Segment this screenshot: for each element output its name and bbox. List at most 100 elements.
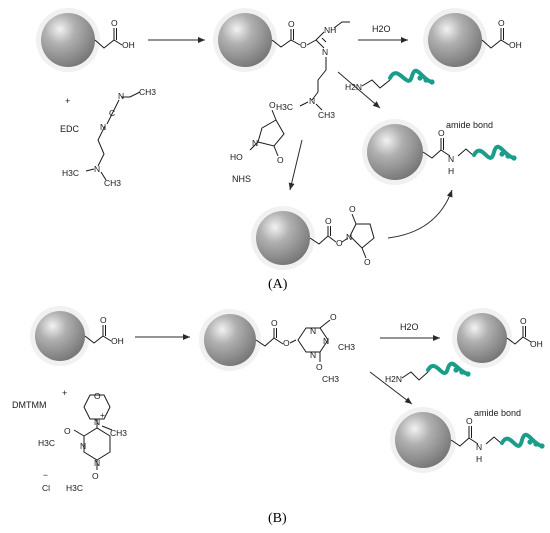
nanoparticle-core — [218, 13, 272, 67]
peptide-chain — [426, 361, 470, 376]
edc-structure — [97, 91, 141, 167]
panel-b-label: (B) — [268, 511, 287, 526]
nanoparticle-core — [457, 313, 507, 363]
peptide-chain — [472, 144, 516, 160]
amidation-arrow — [337, 71, 381, 109]
peptide-chain — [500, 432, 544, 448]
minus-charge: − — [43, 470, 48, 480]
succinimide-o2: O — [364, 257, 371, 267]
particle-intermediate: O O N N N O CH3 O CH3 — [199, 309, 355, 384]
particle-hydrolysed: O OH — [423, 8, 522, 72]
amide-n: N — [448, 154, 454, 164]
amide-h: H — [476, 454, 482, 464]
carbonyl-o: O — [325, 216, 332, 226]
amine-peptide: H2N — [385, 361, 471, 384]
amine-n: N — [309, 96, 315, 106]
triazine-n3: N — [310, 350, 316, 360]
particle-amide: O N H amide bond — [362, 119, 517, 185]
morpholine-n: N — [94, 417, 100, 427]
ester-o: O — [283, 338, 290, 348]
particle-carboxyl: O OH — [30, 306, 124, 366]
water-label: H2O — [372, 24, 391, 34]
dmtmm-structure — [73, 394, 113, 470]
edc-label: EDC — [60, 124, 80, 134]
nanoparticle-core — [41, 13, 95, 67]
nanoparticle-core — [256, 211, 310, 265]
imine-nh: NH — [324, 25, 336, 35]
carbonyl-o: O — [520, 316, 527, 326]
amide-h: H — [448, 166, 454, 176]
triazine-n2: N — [94, 458, 100, 468]
edc-c: C — [109, 108, 115, 118]
amine-label: H2N — [345, 82, 362, 92]
morpholine-o: O — [94, 391, 101, 401]
nhs-n: N — [252, 138, 258, 148]
amide-bond-label: amide bond — [474, 408, 521, 418]
amine-label: H2N — [385, 374, 402, 384]
carbonyl-o: O — [288, 19, 295, 29]
amide-n: N — [476, 442, 482, 452]
particle-hydrolysed: O OH — [452, 308, 543, 368]
carbonyl-o: O — [466, 416, 473, 426]
methoxy-o1: O — [64, 426, 71, 436]
peptide-chain — [388, 68, 434, 84]
dmtmm-label: DMTMM — [12, 400, 47, 410]
particle-nhs-ester: O O N O O — [251, 204, 375, 270]
triazine-n1: N — [310, 326, 316, 336]
amide-bond-label: amide bond — [446, 120, 493, 130]
nanoparticle-core — [395, 412, 451, 468]
particle-intermediate: O O NH N N H3C CH3 — [213, 8, 350, 120]
nanoparticle-core — [367, 124, 423, 180]
hydroxyl: OH — [530, 339, 543, 349]
panel-a: O OH + EDC N C N CH3 N H3C CH3 — [36, 8, 522, 292]
water-label: H2O — [400, 322, 419, 332]
edc-n3: N — [94, 164, 100, 174]
nhs-o1: O — [269, 100, 276, 110]
h3c-label: H3C — [276, 102, 293, 112]
nhs-ho: HO — [230, 152, 243, 162]
succinimide-n: N — [346, 232, 352, 242]
hydroxyl: OH — [122, 40, 135, 50]
nanoparticle-core — [428, 13, 482, 67]
hydroxyl: OH — [111, 336, 124, 346]
methoxy-h3c2: H3C — [66, 483, 83, 493]
imine-n: N — [322, 47, 328, 57]
plus-charge: + — [100, 410, 105, 420]
methoxy-o2: O — [316, 362, 323, 372]
panel-a-label: (A) — [268, 277, 288, 292]
edc-n1: N — [118, 91, 124, 101]
amidation-arrow — [369, 371, 413, 405]
edc-n2: N — [100, 122, 106, 132]
edc-h3c: H3C — [62, 168, 79, 178]
methoxy-o2: O — [92, 471, 99, 481]
activation-arrow — [288, 139, 303, 191]
n-methyl: CH3 — [110, 428, 127, 438]
triazine-n2: N — [323, 336, 329, 346]
carbonyl-o: O — [438, 128, 445, 138]
methoxy-ch3-a: CH3 — [338, 342, 355, 352]
edc-ch3: CH3 — [139, 87, 156, 97]
plus-sign: + — [62, 388, 67, 398]
particle-carboxyl: O OH — [36, 8, 135, 72]
chloride-label: Cl — [42, 483, 50, 493]
nanoparticle-core — [35, 311, 85, 361]
carbonyl-o: O — [100, 315, 107, 325]
methoxy-ch3-b: CH3 — [322, 374, 339, 384]
particle-amide: O N H amide bond — [390, 407, 545, 473]
ester-o: O — [300, 40, 307, 50]
ch3-label: CH3 — [318, 110, 335, 120]
nhs-o2: O — [277, 155, 284, 165]
coupling-arrow — [387, 189, 453, 239]
nanoparticle-core — [204, 314, 256, 366]
carbonyl-o: O — [111, 18, 118, 28]
amine-peptide: H2N — [345, 68, 435, 92]
nhs-label: NHS — [232, 174, 251, 184]
carbonyl-o: O — [271, 318, 278, 328]
succinimide-o1: O — [349, 204, 356, 214]
panel-b: O OH + DMTMM O N + CH3 N N O H3C O H3C −… — [12, 306, 545, 526]
ester-o: O — [336, 238, 343, 248]
methoxy-o1: O — [330, 312, 337, 322]
plus-sign: + — [65, 96, 70, 106]
methoxy-h3c1: H3C — [38, 438, 55, 448]
